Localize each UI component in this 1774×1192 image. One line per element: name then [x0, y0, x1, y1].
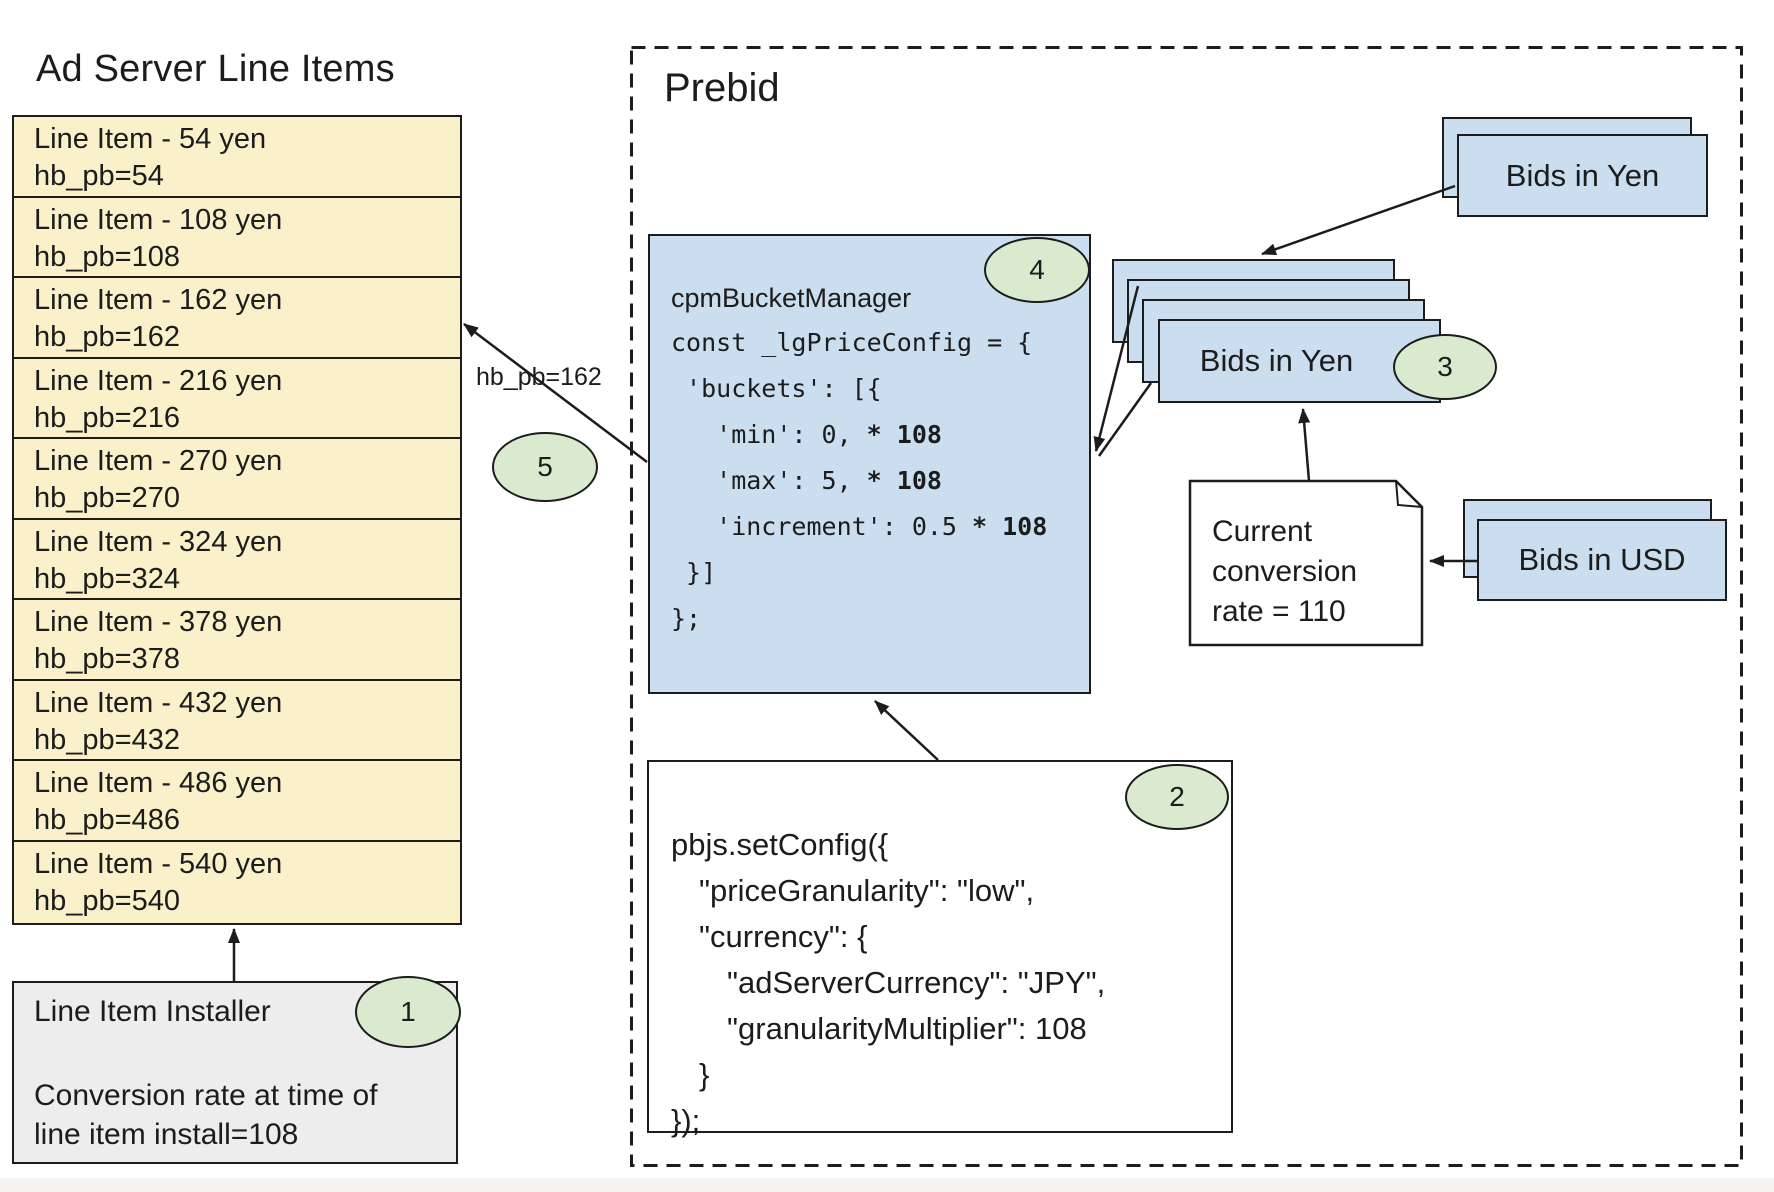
installer-description-line1: Conversion rate at time of	[34, 1079, 378, 1112]
line-item-key-value: hb_pb=378	[34, 643, 180, 675]
line-item-row: Line Item - 486 yen hb_pb=486	[14, 761, 460, 842]
step-badge-2: 2	[1125, 764, 1229, 830]
setconfig-code-line: "currency": {	[699, 919, 868, 954]
conversion-note-line3: rate = 110	[1212, 595, 1346, 628]
line-item-key-value: hb_pb=162	[34, 321, 180, 353]
line-item-label: Line Item - 432 yen	[34, 686, 283, 719]
hb-pb-arrow-label: hb_pb=162	[476, 363, 602, 391]
line-item-row: Line Item - 540 yen hb_pb=540	[14, 842, 460, 923]
line-item-key-value: hb_pb=540	[34, 884, 180, 917]
line-item-label: Line Item - 540 yen	[34, 847, 283, 880]
step-badge-5: 5	[492, 432, 598, 502]
line-item-key-value: hb_pb=216	[34, 401, 180, 434]
cpm-code-line: };	[671, 604, 702, 633]
line-item-label: Line Item - 378 yen	[34, 606, 283, 638]
arrow-setconfig-to-cpm	[874, 700, 939, 761]
arrow-yen-stack-to-cpm-2	[1097, 382, 1153, 457]
ad-server-title: Ad Server Line Items	[36, 48, 395, 90]
line-item-key-value: hb_pb=486	[34, 804, 180, 836]
step-badge-4: 4	[984, 237, 1090, 303]
line-item-row: Line Item - 108 yen hb_pb=108	[14, 198, 460, 278]
line-item-row: Line Item - 270 yen hb_pb=270	[14, 439, 460, 520]
conversion-note-line2: conversion	[1212, 555, 1358, 588]
line-item-label: Line Item - 108 yen	[34, 203, 283, 236]
line-item-installer-title: Line Item Installer	[34, 995, 271, 1028]
line-item-key-value: hb_pb=54	[34, 160, 164, 192]
step-badge-3: 3	[1393, 334, 1497, 400]
cpm-code-line: 'max': 5, * 108	[671, 466, 942, 495]
setconfig-code-line: "priceGranularity": "low",	[699, 873, 1035, 908]
cpm-code-line: 'increment': 0.5 * 108	[671, 512, 1048, 541]
bottom-edge-strip	[0, 1178, 1774, 1192]
installer-description: Conversion rate at time of line item ins…	[34, 1076, 378, 1154]
conversion-note-text: Current conversion rate = 110	[1212, 512, 1357, 632]
line-items-table: Line Item - 54 yen hb_pb=54 Line Item - …	[12, 115, 462, 925]
line-item-row: Line Item - 324 yen hb_pb=324	[14, 520, 460, 600]
cpm-code-line: }]	[671, 558, 717, 587]
cpm-code-line: const _lgPriceConfig = {	[671, 328, 1033, 357]
prebid-title: Prebid	[664, 66, 780, 110]
conversion-note-line1: Current	[1212, 515, 1313, 548]
line-item-key-value: hb_pb=270	[34, 482, 180, 514]
setconfig-code-line: "adServerCurrency": "JPY",	[727, 965, 1106, 1000]
line-item-row: Line Item - 432 yen hb_pb=432	[14, 681, 460, 761]
cpm-code-line: 'buckets': [{	[671, 374, 882, 403]
bids-in-yen-incoming-card: Bids in Yen	[1457, 134, 1708, 217]
line-item-key-value: hb_pb=324	[34, 562, 180, 595]
line-item-label: Line Item - 216 yen	[34, 364, 283, 397]
line-item-row: Line Item - 216 yen hb_pb=216	[14, 359, 460, 439]
line-item-label: Line Item - 270 yen	[34, 445, 283, 477]
arrow-note-to-yen-stack	[1298, 408, 1311, 482]
cpm-code-line: 'min': 0, * 108	[671, 420, 942, 449]
setconfig-code-line: pbjs.setConfig({	[671, 827, 889, 862]
line-item-label: Line Item - 324 yen	[34, 525, 283, 558]
line-item-label: Line Item - 54 yen	[34, 123, 267, 155]
line-item-row: Line Item - 378 yen hb_pb=378	[14, 600, 460, 681]
installer-description-line2: line item install=108	[34, 1118, 299, 1151]
step-badge-1: 1	[355, 976, 461, 1048]
line-item-label: Line Item - 486 yen	[34, 767, 283, 799]
setconfig-code: pbjs.setConfig({ "priceGranularity": "low…	[671, 822, 1105, 1144]
setconfig-code-line: "granularityMultiplier": 108	[727, 1011, 1087, 1046]
cpm-code: const _lgPriceConfig = { 'buckets': [{ '…	[671, 320, 1047, 642]
bids-in-usd-card: Bids in USD	[1477, 519, 1727, 601]
setconfig-code-line: }	[699, 1057, 710, 1092]
line-item-label: Line Item - 162 yen	[34, 284, 283, 316]
line-item-key-value: hb_pb=432	[34, 723, 180, 756]
line-item-row: Line Item - 54 yen hb_pb=54	[14, 117, 460, 198]
line-item-key-value: hb_pb=108	[34, 240, 180, 273]
arrow-incoming-yen-to-stack	[1261, 184, 1456, 256]
setconfig-code-line: });	[671, 1103, 701, 1138]
cpm-bucket-manager-title: cpmBucketManager	[671, 283, 912, 313]
line-item-row: Line Item - 162 yen hb_pb=162	[14, 278, 460, 359]
